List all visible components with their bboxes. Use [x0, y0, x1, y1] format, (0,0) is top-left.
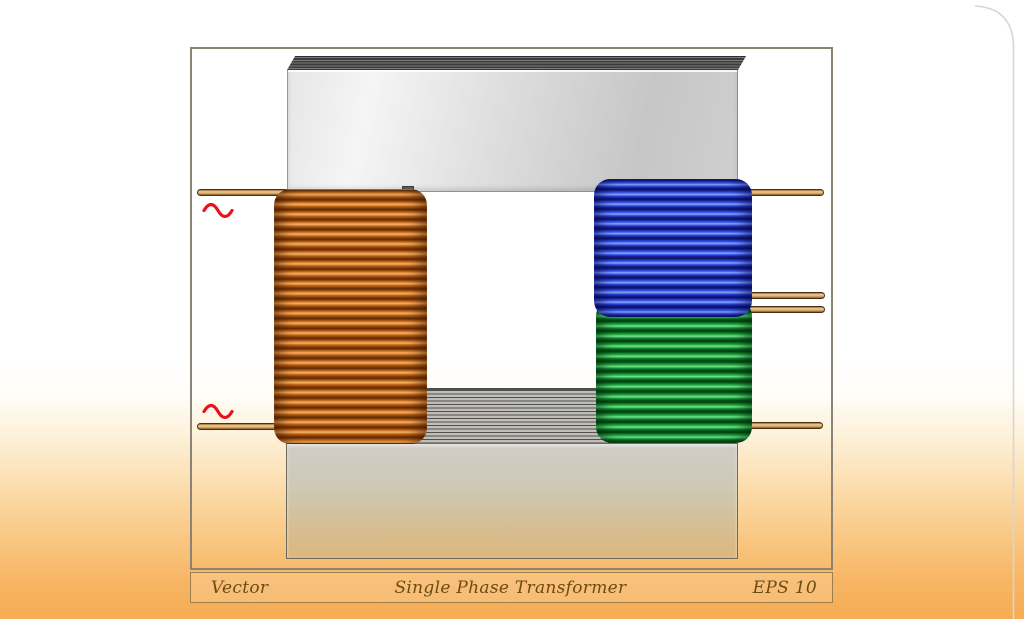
- core-top-laminations-icon: [287, 56, 747, 70]
- core-bottom-yoke: [286, 443, 738, 559]
- core-lamination-stripes: [412, 388, 614, 443]
- caption-center-label: Single Phase Transformer: [394, 577, 627, 598]
- ac-source-icon: [202, 202, 234, 219]
- primary-coil: [274, 189, 427, 444]
- caption-left-label: Vector: [211, 577, 269, 598]
- caption-right-label: EPS 10: [752, 577, 817, 598]
- secondary-coil-blue: [594, 179, 752, 317]
- ac-source-icon: [202, 403, 234, 420]
- secondary-coil-green: [596, 300, 752, 443]
- caption-bar: Vector Single Phase Transformer EPS 10: [190, 572, 833, 603]
- artwork-frame: [190, 47, 833, 570]
- core-top-yoke: [287, 70, 738, 192]
